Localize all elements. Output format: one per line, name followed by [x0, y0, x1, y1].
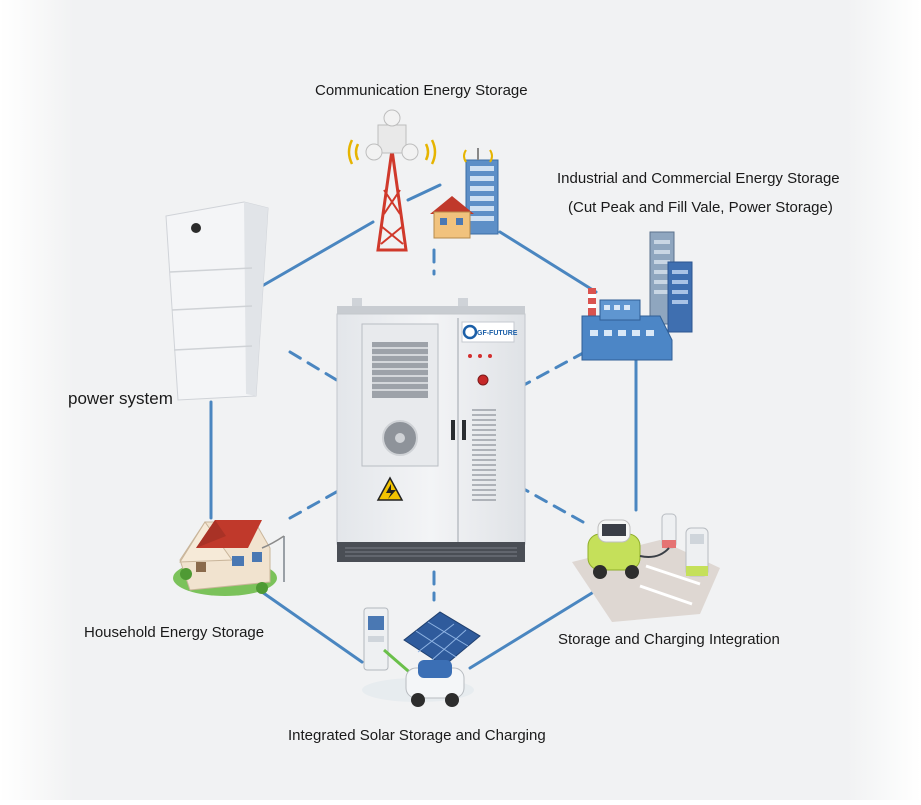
ev-charging-illustration: [572, 513, 720, 622]
cabinet-logo-text: GF-FUTURE: [477, 330, 518, 337]
emergency-stop-button: [477, 374, 489, 386]
link-comm-industrial: [498, 230, 598, 294]
label-storage-charging-integration: Storage and Charging Integration: [558, 631, 780, 648]
solar-carport-illustration: [362, 607, 481, 707]
communication-tower-illustration: [347, 109, 437, 252]
label-integrated-solar-storage-charging: Integrated Solar Storage and Charging: [288, 727, 546, 744]
label-communication-energy-storage: Communication Energy Storage: [315, 82, 528, 99]
label-industrial-commercial-energy-storage: Industrial and Commercial Energy Storage: [557, 170, 840, 187]
battery-status-light-icon: [191, 223, 201, 233]
indicator-light-3: [488, 354, 492, 358]
door-vent-slots: [472, 409, 496, 501]
label-household-energy-storage: Household Energy Storage: [84, 624, 265, 641]
spoke-lower-right: [520, 486, 585, 524]
household-house-illustration: [173, 520, 285, 596]
connection-lines: [209, 183, 638, 670]
door-handle-right: [462, 420, 466, 440]
label-industrial-subtitle: (Cut Peak and Fill Vale, Power Storage): [568, 199, 833, 216]
indicator-light-2: [478, 354, 482, 358]
link-solar-household: [260, 590, 364, 664]
spoke-upper-right: [520, 350, 587, 388]
wall-battery-illustration: [165, 201, 269, 401]
link-charging-solar: [468, 583, 607, 670]
spoke-upper-left: [288, 350, 342, 384]
communication-building-illustration: [430, 148, 499, 239]
link-roof-comm: [406, 183, 442, 202]
warning-high-voltage-icon: [376, 476, 404, 501]
door-handle-left: [451, 420, 455, 440]
indicator-light-1: [468, 354, 472, 358]
spoke-lower-left: [288, 488, 342, 520]
link-power-comm: [260, 220, 375, 288]
industrial-buildings-illustration: [581, 231, 693, 361]
label-power-system: power system: [68, 389, 173, 408]
energy-storage-cabinet: GF-FUTURE: [336, 298, 526, 562]
